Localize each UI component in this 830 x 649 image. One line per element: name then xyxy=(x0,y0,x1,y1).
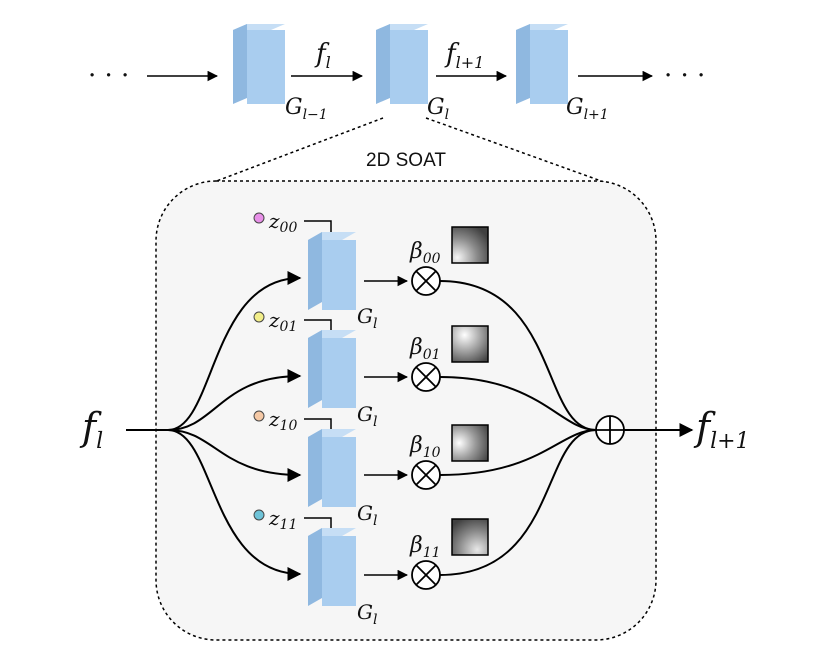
block-side-face xyxy=(516,24,530,104)
multiply-cross-b xyxy=(415,270,437,292)
arrow-f-l-plus-1-label: fl+1 xyxy=(444,39,484,72)
block-front-face xyxy=(390,30,428,104)
merge-curve-4 xyxy=(439,429,597,576)
branch-01: z01 Gl β01 xyxy=(253,308,489,430)
latent-z-label: z11 xyxy=(268,506,297,533)
branch-00: z00 Gl β00 xyxy=(253,209,489,332)
attention-mask-thumbnail xyxy=(451,518,489,556)
fanout-curve-1 xyxy=(167,271,302,431)
block-g-l-minus-1: Gl−1 xyxy=(233,24,328,123)
block-front-face xyxy=(322,240,356,310)
zoom-line-right xyxy=(425,117,605,183)
block-side-face xyxy=(308,528,322,606)
latent-z-label: z10 xyxy=(268,407,297,434)
latent-z-label: z01 xyxy=(268,308,297,335)
zoom-line-left xyxy=(213,117,384,183)
beta-label: β01 xyxy=(409,335,441,363)
latent-z-label: z00 xyxy=(268,209,297,236)
soat-panel xyxy=(155,180,657,641)
block-side-face xyxy=(376,24,390,104)
branch-10: z10 Gl β10 xyxy=(253,407,489,529)
block-g-l: Gl xyxy=(376,24,449,123)
block-g-label: Gl xyxy=(357,402,377,430)
multiply-cross-b xyxy=(415,564,437,586)
beta-label: β00 xyxy=(409,239,441,267)
block-front-face xyxy=(247,30,285,104)
block-side-face xyxy=(233,24,247,104)
block-g-label: Gl xyxy=(357,304,377,332)
multiply-cross-b xyxy=(415,366,437,388)
input-f-l: fl xyxy=(79,405,103,454)
block-front-face xyxy=(322,536,356,606)
fanout-curve-3 xyxy=(167,429,302,482)
attention-mask-thumbnail xyxy=(451,424,489,462)
fanout-curve-4 xyxy=(167,429,302,581)
block-side-face xyxy=(308,330,322,408)
attention-mask-thumbnail xyxy=(451,325,489,363)
soat-title: 2D SOAT xyxy=(366,150,446,171)
block-label: Gl−1 xyxy=(285,95,328,123)
block-front-face xyxy=(322,437,356,507)
block-g-l-plus-1: Gl+1 xyxy=(516,24,609,123)
block-label: Gl xyxy=(427,95,449,123)
block-front-face xyxy=(322,338,356,408)
merge-curve-1 xyxy=(439,280,597,431)
block-g-label: Gl xyxy=(357,501,377,529)
merge-curve-2 xyxy=(439,376,597,431)
beta-label: β11 xyxy=(409,533,441,561)
latent-dot xyxy=(253,509,265,521)
block-front-face xyxy=(530,30,568,104)
block-side-face xyxy=(308,232,322,310)
ellipsis-left: · · · xyxy=(88,61,129,91)
latent-dot xyxy=(253,311,265,323)
multiply-cross-b xyxy=(415,464,437,486)
fanout-curve-2 xyxy=(167,369,302,431)
branch-11: z11 Gl β11 xyxy=(253,506,489,628)
block-label: Gl+1 xyxy=(566,95,609,123)
attention-mask-thumbnail xyxy=(451,226,489,264)
arrow-f-l-label: fl xyxy=(314,39,331,72)
latent-dot xyxy=(253,410,265,422)
latent-dot xyxy=(253,212,265,224)
beta-label: β10 xyxy=(409,433,441,461)
block-g-label: Gl xyxy=(357,600,377,628)
ellipsis-right: · · · xyxy=(664,61,705,91)
block-side-face xyxy=(308,429,322,507)
output-f-l-plus-1: fl+1 xyxy=(693,405,750,454)
